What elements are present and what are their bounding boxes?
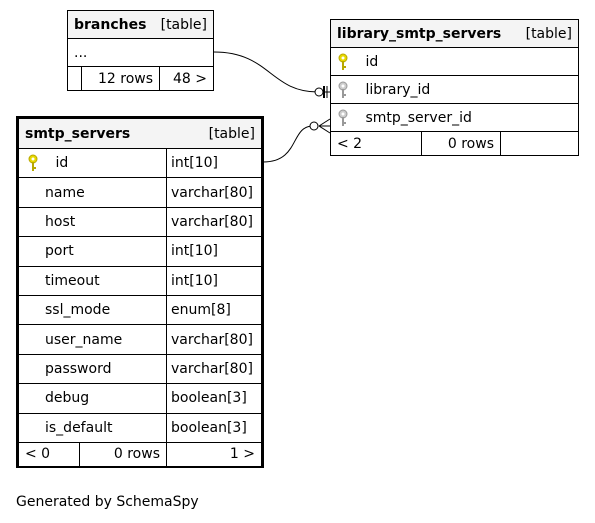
column-row[interactable]: user_name varchar[80] xyxy=(18,324,262,355)
column-name: id xyxy=(55,155,69,172)
foreign-key-icon xyxy=(337,81,355,99)
column-type: boolean[3] xyxy=(166,412,262,443)
column-name: user_name xyxy=(18,324,167,355)
column-name: library_id xyxy=(365,81,431,98)
table-branches[interactable]: branches [table] ... 12 rows 48 > xyxy=(67,10,214,91)
parents-link[interactable]: < 2 xyxy=(330,131,422,156)
column-row[interactable]: name varchar[80] xyxy=(18,177,262,208)
column-name: id xyxy=(365,53,379,70)
column-type: int[10] xyxy=(166,265,262,296)
children-link[interactable]: 1 > xyxy=(166,441,262,467)
column-type: varchar[80] xyxy=(166,177,262,208)
table-type: [table] xyxy=(160,16,207,33)
column-row[interactable]: timeout int[10] xyxy=(18,265,262,296)
foreign-key-icon xyxy=(337,109,355,127)
table-smtp-servers[interactable]: smtp_servers [table] id int[10] name var… xyxy=(18,118,262,467)
table-name: library_smtp_servers xyxy=(337,25,502,42)
table-header[interactable]: library_smtp_servers [table] xyxy=(330,19,579,48)
column-type: varchar[80] xyxy=(166,206,262,238)
primary-key-icon xyxy=(27,154,45,172)
zero-one-marker xyxy=(314,87,324,97)
column-row[interactable]: debug boolean[3] xyxy=(18,383,262,414)
column-type: boolean[3] xyxy=(166,383,262,414)
smtp-servers-to-library-connector xyxy=(262,125,314,163)
primary-key-icon xyxy=(337,53,355,71)
table-name: smtp_servers xyxy=(25,125,131,142)
column-name: is_default xyxy=(18,412,167,443)
table-header[interactable]: branches [table] xyxy=(67,10,214,39)
zero-many-marker xyxy=(309,121,319,131)
row-count: 0 rows xyxy=(421,131,501,156)
column-name: name xyxy=(18,177,167,208)
footer-right xyxy=(500,131,579,156)
column-row[interactable]: id xyxy=(330,47,579,76)
column-type: varchar[80] xyxy=(166,353,262,385)
column-type: varchar[80] xyxy=(166,324,262,355)
generated-by-text: Generated by SchemaSpy xyxy=(16,494,199,510)
column-row[interactable]: is_default boolean[3] xyxy=(18,412,262,443)
collapsed-columns: ... xyxy=(67,38,214,67)
table-library-smtp-servers[interactable]: library_smtp_servers [table] id library_… xyxy=(330,19,579,156)
row-count: 12 rows xyxy=(80,66,161,91)
children-link[interactable]: 48 > xyxy=(159,66,214,91)
row-count: 0 rows xyxy=(78,441,168,467)
column-name: smtp_server_id xyxy=(365,109,472,126)
parents-link[interactable]: < 0 xyxy=(18,441,80,467)
column-row[interactable]: id int[10] xyxy=(18,147,262,179)
column-name: host xyxy=(18,206,167,238)
column-type: int[10] xyxy=(166,236,262,267)
column-type: enum[8] xyxy=(166,294,262,326)
column-type: int[10] xyxy=(166,147,262,179)
branches-to-library-connector xyxy=(213,51,319,93)
column-name: timeout xyxy=(18,265,167,296)
table-type: [table] xyxy=(208,125,255,142)
column-name: port xyxy=(18,236,167,267)
table-header[interactable]: smtp_servers [table] xyxy=(18,118,262,149)
table-type: [table] xyxy=(525,25,572,42)
column-row[interactable]: smtp_server_id xyxy=(330,103,579,132)
column-row[interactable]: port int[10] xyxy=(18,236,262,267)
column-name: ssl_mode xyxy=(18,294,167,326)
table-name: branches xyxy=(74,16,147,33)
column-row[interactable]: password varchar[80] xyxy=(18,353,262,385)
column-name: debug xyxy=(18,383,167,414)
footer-left xyxy=(67,66,82,91)
column-row[interactable]: host varchar[80] xyxy=(18,206,262,238)
column-row[interactable]: library_id xyxy=(330,75,579,104)
column-name: password xyxy=(18,353,167,385)
column-row[interactable]: ssl_mode enum[8] xyxy=(18,294,262,326)
